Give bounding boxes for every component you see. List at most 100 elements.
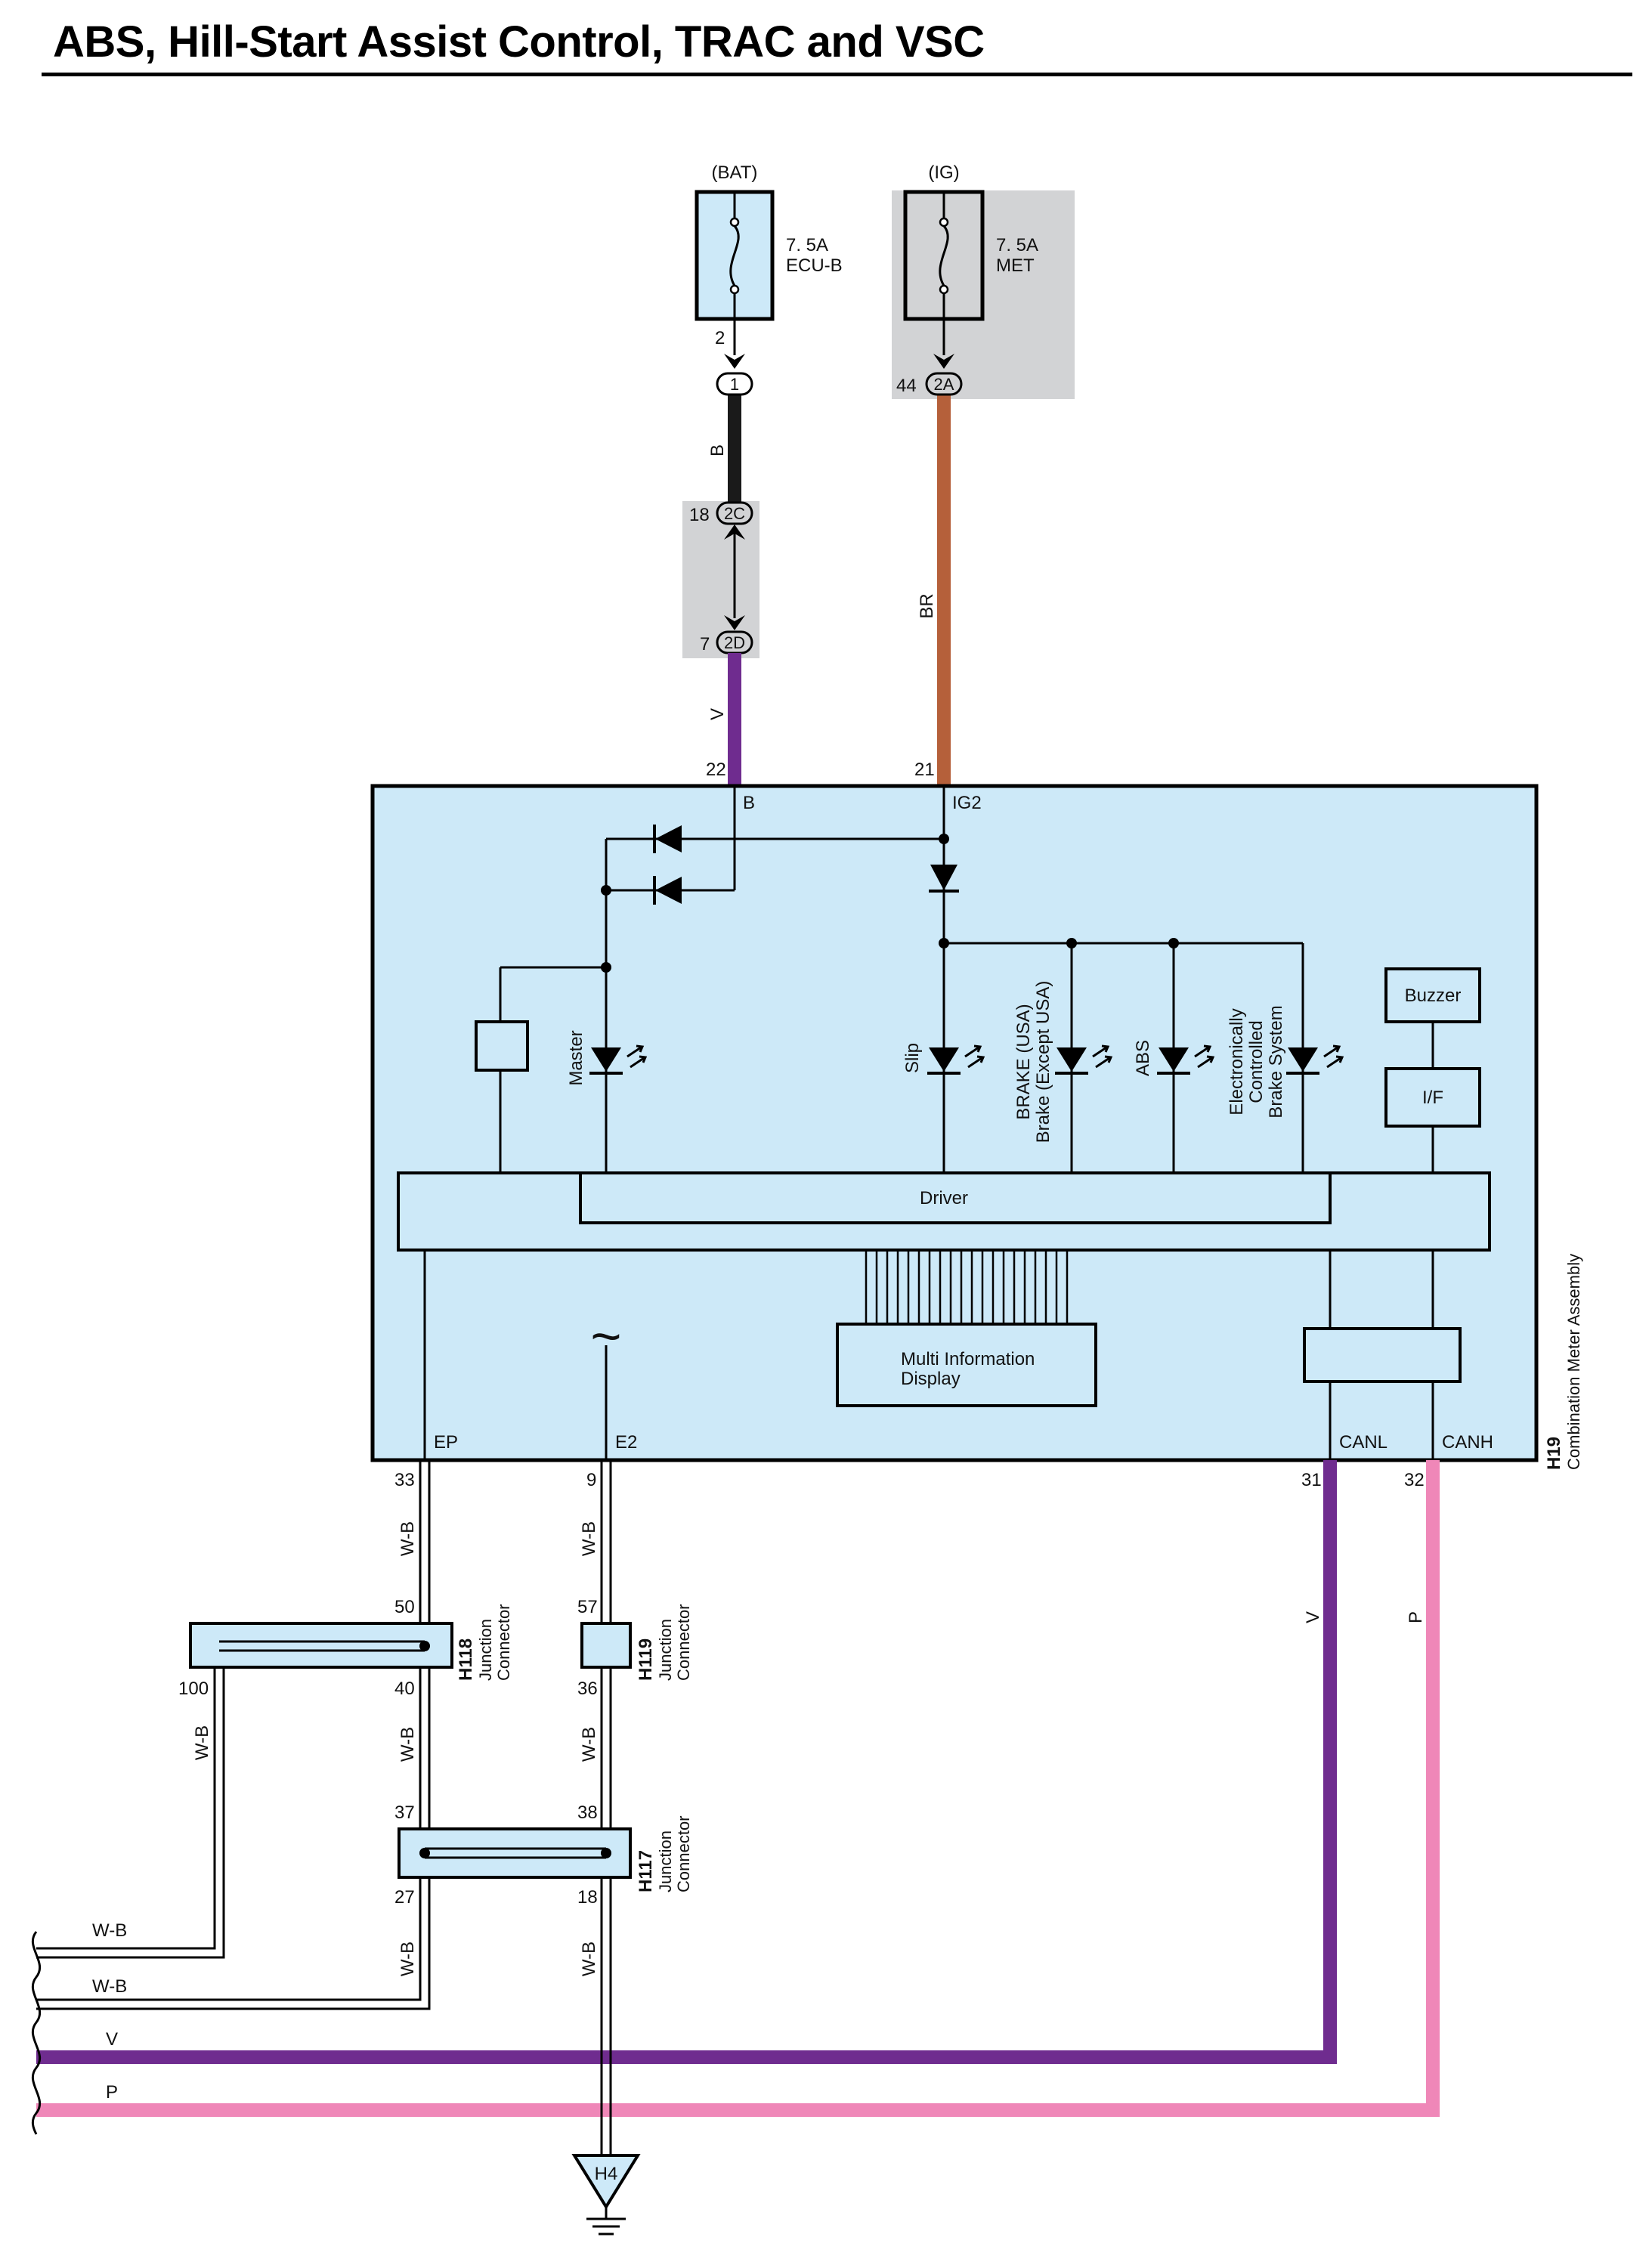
pin-ig2-name: IG2 xyxy=(952,793,982,813)
h118-label-1: Junction xyxy=(476,1619,495,1681)
wb-label: W-B xyxy=(398,1727,418,1762)
h119-pin-bottom: 36 xyxy=(577,1679,598,1699)
h119-id: H119 xyxy=(636,1638,656,1681)
pin-2c-number: 18 xyxy=(689,505,710,525)
buzzer-box xyxy=(1384,967,1481,1023)
pin-9-number: 9 xyxy=(586,1470,596,1490)
connector-2a-label: 2A xyxy=(934,375,954,394)
connector-2c xyxy=(716,501,753,525)
lamp-abs-label: ABS xyxy=(1133,1040,1153,1076)
connector-arrow-icon xyxy=(724,524,745,540)
title-rule xyxy=(42,73,1632,76)
ig-source-label: (IG) xyxy=(928,162,959,183)
led-brake-icon xyxy=(1055,1044,1113,1075)
wb-wire-labels: W-B W-B W-B W-B W-B W-B W-B W-B W-B xyxy=(92,1521,599,1997)
junction-dot xyxy=(601,962,611,973)
led-ecb-icon xyxy=(1286,1044,1344,1075)
h117-pin-tl: 37 xyxy=(394,1802,415,1823)
diode-icon xyxy=(655,877,682,904)
driver-label: Driver xyxy=(920,1188,968,1208)
wb-wires xyxy=(36,1460,612,2155)
pin-e2-name: E2 xyxy=(615,1432,637,1453)
meter-id: H19 xyxy=(1544,1437,1564,1470)
h118-pin-top: 50 xyxy=(394,1597,415,1617)
lamp-ecb-label-2: Controlled xyxy=(1246,1020,1267,1103)
wb-label: W-B xyxy=(192,1725,212,1760)
h117-label-1: Junction xyxy=(656,1830,675,1892)
wire-canl-violet xyxy=(36,1460,1337,2064)
display-bus-lines xyxy=(865,1250,1069,1324)
h119-label-1: Junction xyxy=(656,1619,675,1681)
mid-label-2: Display xyxy=(901,1369,961,1389)
ecu-b-fuse-rating: 7. 5A xyxy=(786,235,828,255)
wire-br-label: BR xyxy=(917,593,937,618)
if-box xyxy=(1384,1067,1481,1128)
h119-pin-top: 57 xyxy=(577,1597,598,1617)
connector-arrow-icon xyxy=(724,615,745,630)
pin-22-number: 22 xyxy=(706,760,726,780)
pin-32-number: 32 xyxy=(1404,1470,1425,1490)
junction-dot xyxy=(1168,938,1179,948)
resistor-block xyxy=(475,1020,529,1072)
wb-label: W-B xyxy=(579,1942,599,1976)
pin-2d-number: 7 xyxy=(700,634,710,654)
ecu-b-pin-label: 2 xyxy=(715,328,725,348)
wb-label: W-B xyxy=(92,1920,127,1941)
junction-h117 xyxy=(398,1827,632,1879)
h118-pin-left: 100 xyxy=(178,1679,209,1699)
junction-dot xyxy=(1066,938,1077,948)
connector-arrow-icon xyxy=(933,354,954,369)
met-fuse-rating: 7. 5A xyxy=(996,235,1038,255)
ground-label: H4 xyxy=(595,2164,618,2184)
bus-p-label: P xyxy=(106,2082,118,2103)
h117-label-2: Connector xyxy=(674,1815,693,1892)
pin-33-number: 33 xyxy=(394,1470,415,1490)
pin-b-name: B xyxy=(743,793,755,813)
driver-inner xyxy=(579,1171,1332,1224)
pin-canh-name: CANH xyxy=(1442,1432,1493,1453)
pin-31-number: 31 xyxy=(1301,1470,1322,1490)
led-master-icon xyxy=(589,1044,648,1075)
connector-1 xyxy=(716,372,753,396)
pin-21-number: 21 xyxy=(914,760,935,780)
mid-label-1: Multi Information xyxy=(901,1349,1035,1369)
h117-pin-tr: 38 xyxy=(577,1802,598,1823)
diode-icon xyxy=(655,825,682,852)
h117-id: H117 xyxy=(636,1850,656,1892)
wb-label: W-B xyxy=(579,1727,599,1762)
junction-dot xyxy=(601,1848,611,1858)
wire-canl-label: V xyxy=(1303,1611,1323,1623)
bus-v-label: V xyxy=(106,2029,118,2050)
wire-v-label: V xyxy=(707,708,728,720)
ac-symbol: ~ xyxy=(591,1307,622,1366)
junction-h119 xyxy=(580,1622,632,1669)
connector-2a xyxy=(925,372,963,396)
lamp-ecb-label-1: Electronically xyxy=(1227,1008,1247,1115)
wire-canh-label: P xyxy=(1406,1611,1426,1623)
connector-arrow-icon xyxy=(724,354,745,369)
met-fuse-icon xyxy=(939,192,949,319)
pin-canl-name: CANL xyxy=(1339,1432,1387,1453)
diode-icon xyxy=(930,865,957,890)
meter-name: Combination Meter Assembly xyxy=(1564,1254,1583,1470)
ecu-b-fuse-name: ECU-B xyxy=(786,255,843,276)
pin-ep-name: EP xyxy=(434,1432,458,1453)
h118-pin-bottom: 40 xyxy=(394,1679,415,1699)
connector-2c-label: 2C xyxy=(724,504,745,523)
if-label: I/F xyxy=(1422,1088,1443,1108)
lamp-brake-label-1: BRAKE (USA) xyxy=(1013,1004,1034,1119)
ground-symbol-icon xyxy=(586,2207,626,2236)
met-pin-label: 44 xyxy=(896,376,917,396)
connector-1-label: 1 xyxy=(730,375,739,394)
ecu-b-fuse-icon xyxy=(729,192,740,319)
led-abs-icon xyxy=(1157,1044,1215,1075)
wb-label: W-B xyxy=(398,1521,418,1556)
multi-information-display xyxy=(836,1323,1097,1407)
wire-canh-pink xyxy=(36,1460,1440,2117)
wb-label: W-B xyxy=(398,1942,418,1976)
can-interface-box xyxy=(1303,1327,1462,1383)
lamp-brake-label-2: Brake (Except USA) xyxy=(1033,981,1053,1143)
junction-dot xyxy=(419,1641,430,1651)
wb-label: W-B xyxy=(92,1976,127,1997)
